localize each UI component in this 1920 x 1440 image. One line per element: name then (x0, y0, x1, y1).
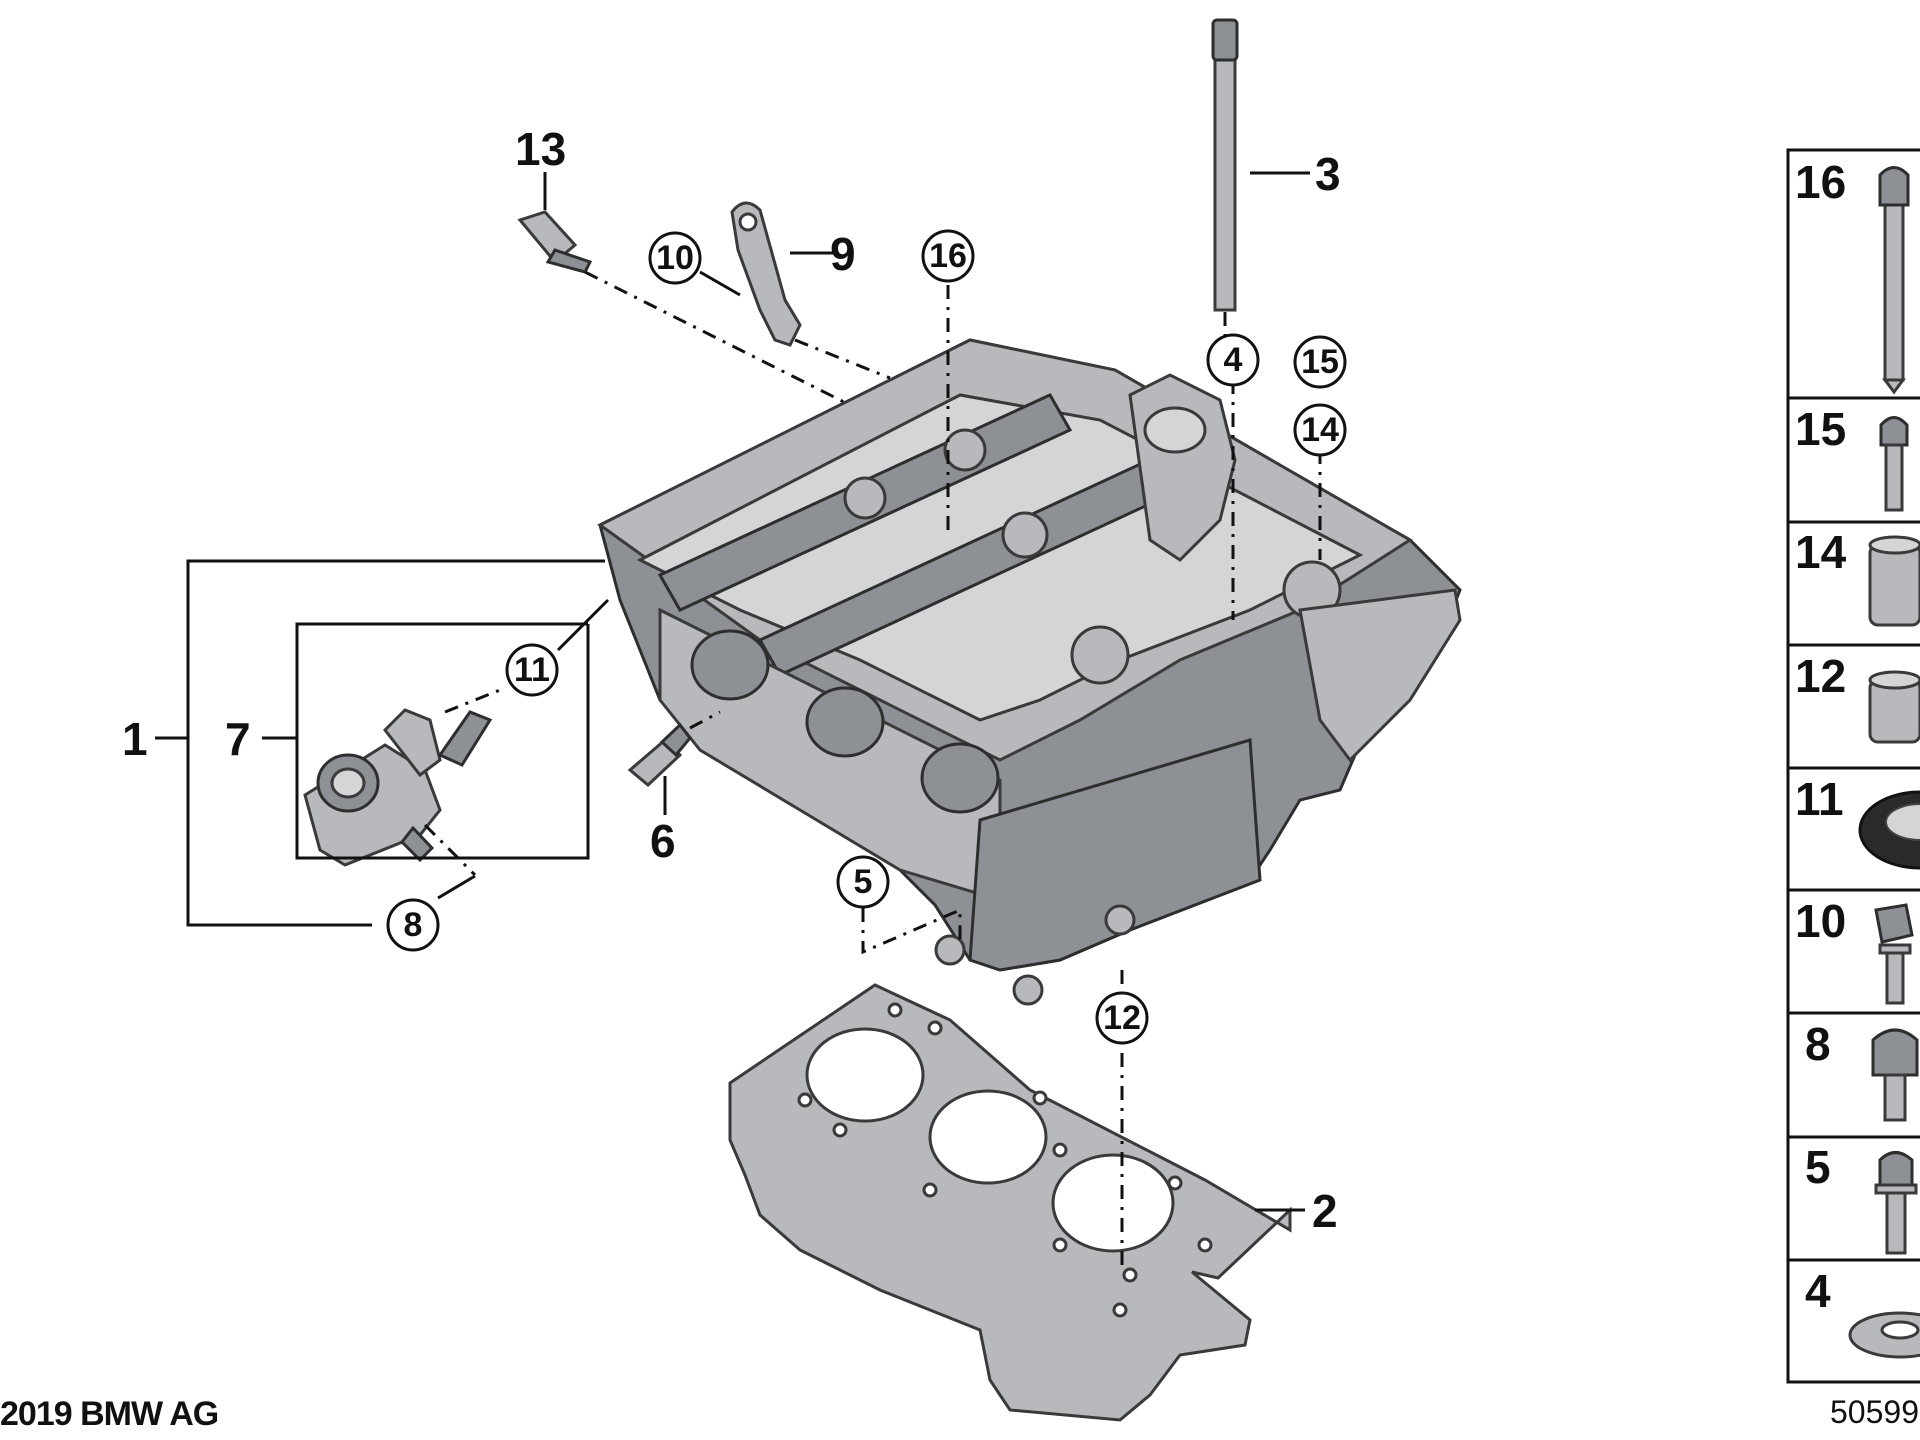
legend-label-10: 10 (1795, 895, 1846, 947)
high-pressure-pump (303, 708, 493, 867)
legend-label-15: 15 (1795, 403, 1846, 455)
svg-text:10: 10 (656, 239, 694, 277)
svg-text:11: 11 (514, 651, 550, 689)
group-frame-1 (155, 559, 605, 927)
legend-image-10 (1874, 903, 1914, 1005)
legend-image-8 (1871, 1028, 1919, 1122)
cylinder-head-bolt-long (1211, 18, 1239, 312)
group-frame-7 (262, 622, 590, 860)
legend-label-8: 8 (1805, 1018, 1831, 1070)
legend-image-14 (1868, 535, 1920, 627)
copyright-text: 2019 BMW AG (0, 1395, 218, 1433)
leader-lines (423, 171, 1322, 1270)
callout-10: 10 (648, 231, 702, 285)
legend-image-16 (1878, 166, 1910, 395)
legend-image-5 (1874, 1151, 1918, 1255)
legend-label-16: 16 (1795, 156, 1846, 208)
legend-image-4 (1848, 1311, 1920, 1359)
callout-15: 15 (1293, 335, 1347, 389)
legend-image-12 (1868, 670, 1920, 744)
legend-label-14: 14 (1795, 526, 1847, 578)
svg-text:14: 14 (1301, 411, 1339, 449)
svg-text:16: 16 (929, 237, 967, 275)
callout-6: 6 (650, 815, 676, 867)
legend-label-5: 5 (1805, 1141, 1831, 1193)
legend-image-11 (1858, 790, 1920, 870)
legend-label-11: 11 (1795, 773, 1844, 825)
svg-text:4: 4 (1224, 341, 1243, 379)
legend-panel: 16 15 14 12 11 10 8 5 4 (1786, 148, 1920, 1384)
callout-3: 3 (1315, 148, 1341, 200)
legend-image-15 (1879, 416, 1909, 512)
sensor-part (517, 210, 593, 274)
callout-1: 1 (122, 713, 148, 765)
legend-label-4: 4 (1805, 1265, 1831, 1317)
callout-12: 12 (1095, 991, 1149, 1045)
callout-7: 7 (225, 713, 251, 765)
callout-9: 9 (830, 228, 856, 280)
callout-5: 5 (836, 855, 890, 909)
svg-text:12: 12 (1103, 999, 1141, 1037)
svg-text:15: 15 (1301, 343, 1339, 381)
plug-part (627, 722, 692, 788)
callout-16: 16 (921, 229, 975, 283)
legend-label-12: 12 (1795, 650, 1846, 702)
callout-circled-labels: 10 16 4 15 14 11 8 5 (386, 229, 1347, 1045)
callout-plain-labels: 1 7 6 9 13 3 2 (122, 123, 1341, 1237)
diagram-number: 50599 (1830, 1394, 1919, 1430)
callout-11: 11 (505, 643, 559, 697)
bracket-part (730, 201, 802, 347)
callout-13: 13 (515, 123, 566, 175)
svg-text:8: 8 (404, 906, 423, 944)
callout-2: 2 (1312, 1185, 1338, 1237)
cylinder-head-body (597, 338, 1462, 1006)
callout-8: 8 (386, 898, 440, 952)
callout-4: 4 (1206, 333, 1260, 387)
svg-text:5: 5 (854, 863, 873, 901)
cylinder-head-gasket (728, 983, 1292, 1422)
callout-14: 14 (1293, 403, 1347, 457)
